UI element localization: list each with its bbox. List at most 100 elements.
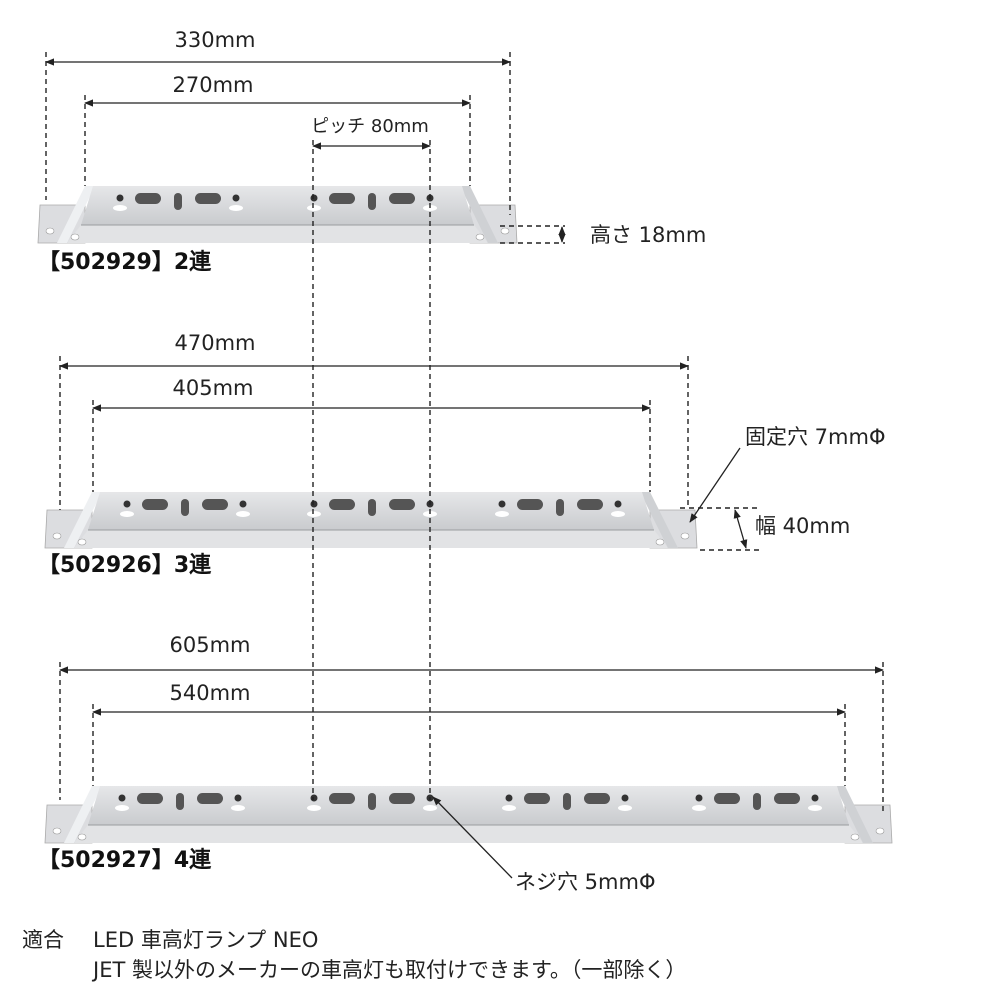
fixing-hole (70, 233, 80, 241)
bracket-2-unit (37, 186, 518, 244)
dim-330: 330mm (174, 28, 256, 52)
lamp-mount-holes (113, 193, 243, 211)
vertical-slot (368, 193, 376, 210)
vertical-slot (753, 793, 761, 810)
screw-slot (115, 805, 129, 811)
lamp-mount-holes (120, 499, 250, 517)
screw-slot (307, 511, 321, 517)
oval-slot (329, 499, 355, 510)
screw-slot (120, 511, 134, 517)
screw-hole (505, 794, 513, 802)
oval-slot (202, 499, 228, 510)
left-bevel (57, 186, 95, 243)
screw-hole (614, 500, 622, 508)
fixing-hole (655, 538, 665, 546)
oval-slot (517, 499, 543, 510)
oval-slot (714, 793, 740, 804)
dim-270: 270mm (172, 73, 254, 97)
dim-605: 605mm (169, 633, 251, 657)
screw-hole (123, 500, 131, 508)
screw-hole (232, 194, 240, 202)
screw-slot (229, 205, 243, 211)
fixing-hole-leader (689, 447, 741, 523)
screw-slot (808, 805, 822, 811)
screw-hole-label: ネジ穴 5mmΦ (515, 870, 656, 894)
right-bevel (835, 786, 873, 843)
screw-hole (234, 794, 242, 802)
vertical-slot (368, 499, 376, 516)
screw-slot (231, 805, 245, 811)
oval-slot (137, 793, 163, 804)
oval-slot (524, 793, 550, 804)
left-bevel (64, 492, 102, 548)
fixing-hole (77, 538, 87, 546)
fixing-hole (475, 233, 485, 241)
screw-hole (498, 500, 506, 508)
screw-hole (116, 194, 124, 202)
lamp-mount-holes (495, 499, 625, 517)
bracket-3-unit (44, 492, 698, 549)
screw-hole-leader (432, 796, 513, 879)
model-label-3: 【502926】3連 (38, 553, 212, 578)
fixing-hole (45, 227, 55, 235)
lamp-mount-holes (692, 793, 822, 811)
screw-slot (502, 805, 516, 811)
oval-slot (329, 793, 355, 804)
model-label-4: 【502927】4連 (38, 848, 212, 873)
footer-line2: JET 製以外のメーカーの車高灯も取付けできます。（一部除く） (93, 958, 687, 982)
vertical-slot (176, 793, 184, 810)
oval-slot (197, 793, 223, 804)
oval-slot (774, 793, 800, 804)
oval-slot (389, 193, 415, 204)
footer-line1: LED 車高灯ランプ NEO (93, 928, 319, 952)
screw-hole (118, 794, 126, 802)
top-face (81, 186, 474, 225)
lamp-mount-holes (502, 793, 632, 811)
right-bevel (460, 186, 498, 243)
fixing-hole (875, 827, 885, 835)
bracket-4-unit (44, 786, 893, 844)
oval-slot (329, 193, 355, 204)
fixing-hole (52, 532, 62, 540)
screw-hole (239, 500, 247, 508)
oval-slot (195, 193, 221, 204)
front-face (67, 225, 488, 243)
screw-hole (695, 794, 703, 802)
screw-slot (495, 511, 509, 517)
fixing-hole (500, 227, 510, 235)
screw-slot (307, 805, 321, 811)
oval-slot (135, 193, 161, 204)
footer-label: 適合 (22, 928, 64, 952)
vertical-slot (174, 193, 182, 210)
fixing-hole (850, 833, 860, 841)
screw-slot (692, 805, 706, 811)
lamp-mount-holes (307, 793, 437, 811)
dim-540: 540mm (169, 681, 251, 705)
fixing-hole (680, 532, 690, 540)
oval-slot (389, 499, 415, 510)
screw-hole (621, 794, 629, 802)
screw-slot (423, 805, 437, 811)
dim-405: 405mm (172, 376, 254, 400)
front-face (74, 530, 668, 548)
oval-slot (389, 793, 415, 804)
fixing-hole-label: 固定穴 7mmΦ (745, 425, 886, 449)
vertical-slot (556, 499, 564, 516)
fixing-hole (52, 827, 62, 835)
left-bevel (64, 786, 102, 843)
screw-hole (310, 500, 318, 508)
screw-slot (618, 805, 632, 811)
vertical-slot (368, 793, 376, 810)
oval-slot (577, 499, 603, 510)
dim-470: 470mm (174, 331, 256, 355)
vertical-slot (563, 793, 571, 810)
dim-line-width (733, 509, 748, 549)
fixing-hole (77, 833, 87, 841)
pitch-label: ピッチ 80mm (311, 116, 429, 137)
screw-hole (310, 194, 318, 202)
screw-hole (811, 794, 819, 802)
screw-slot (611, 511, 625, 517)
right-bevel (640, 492, 678, 548)
